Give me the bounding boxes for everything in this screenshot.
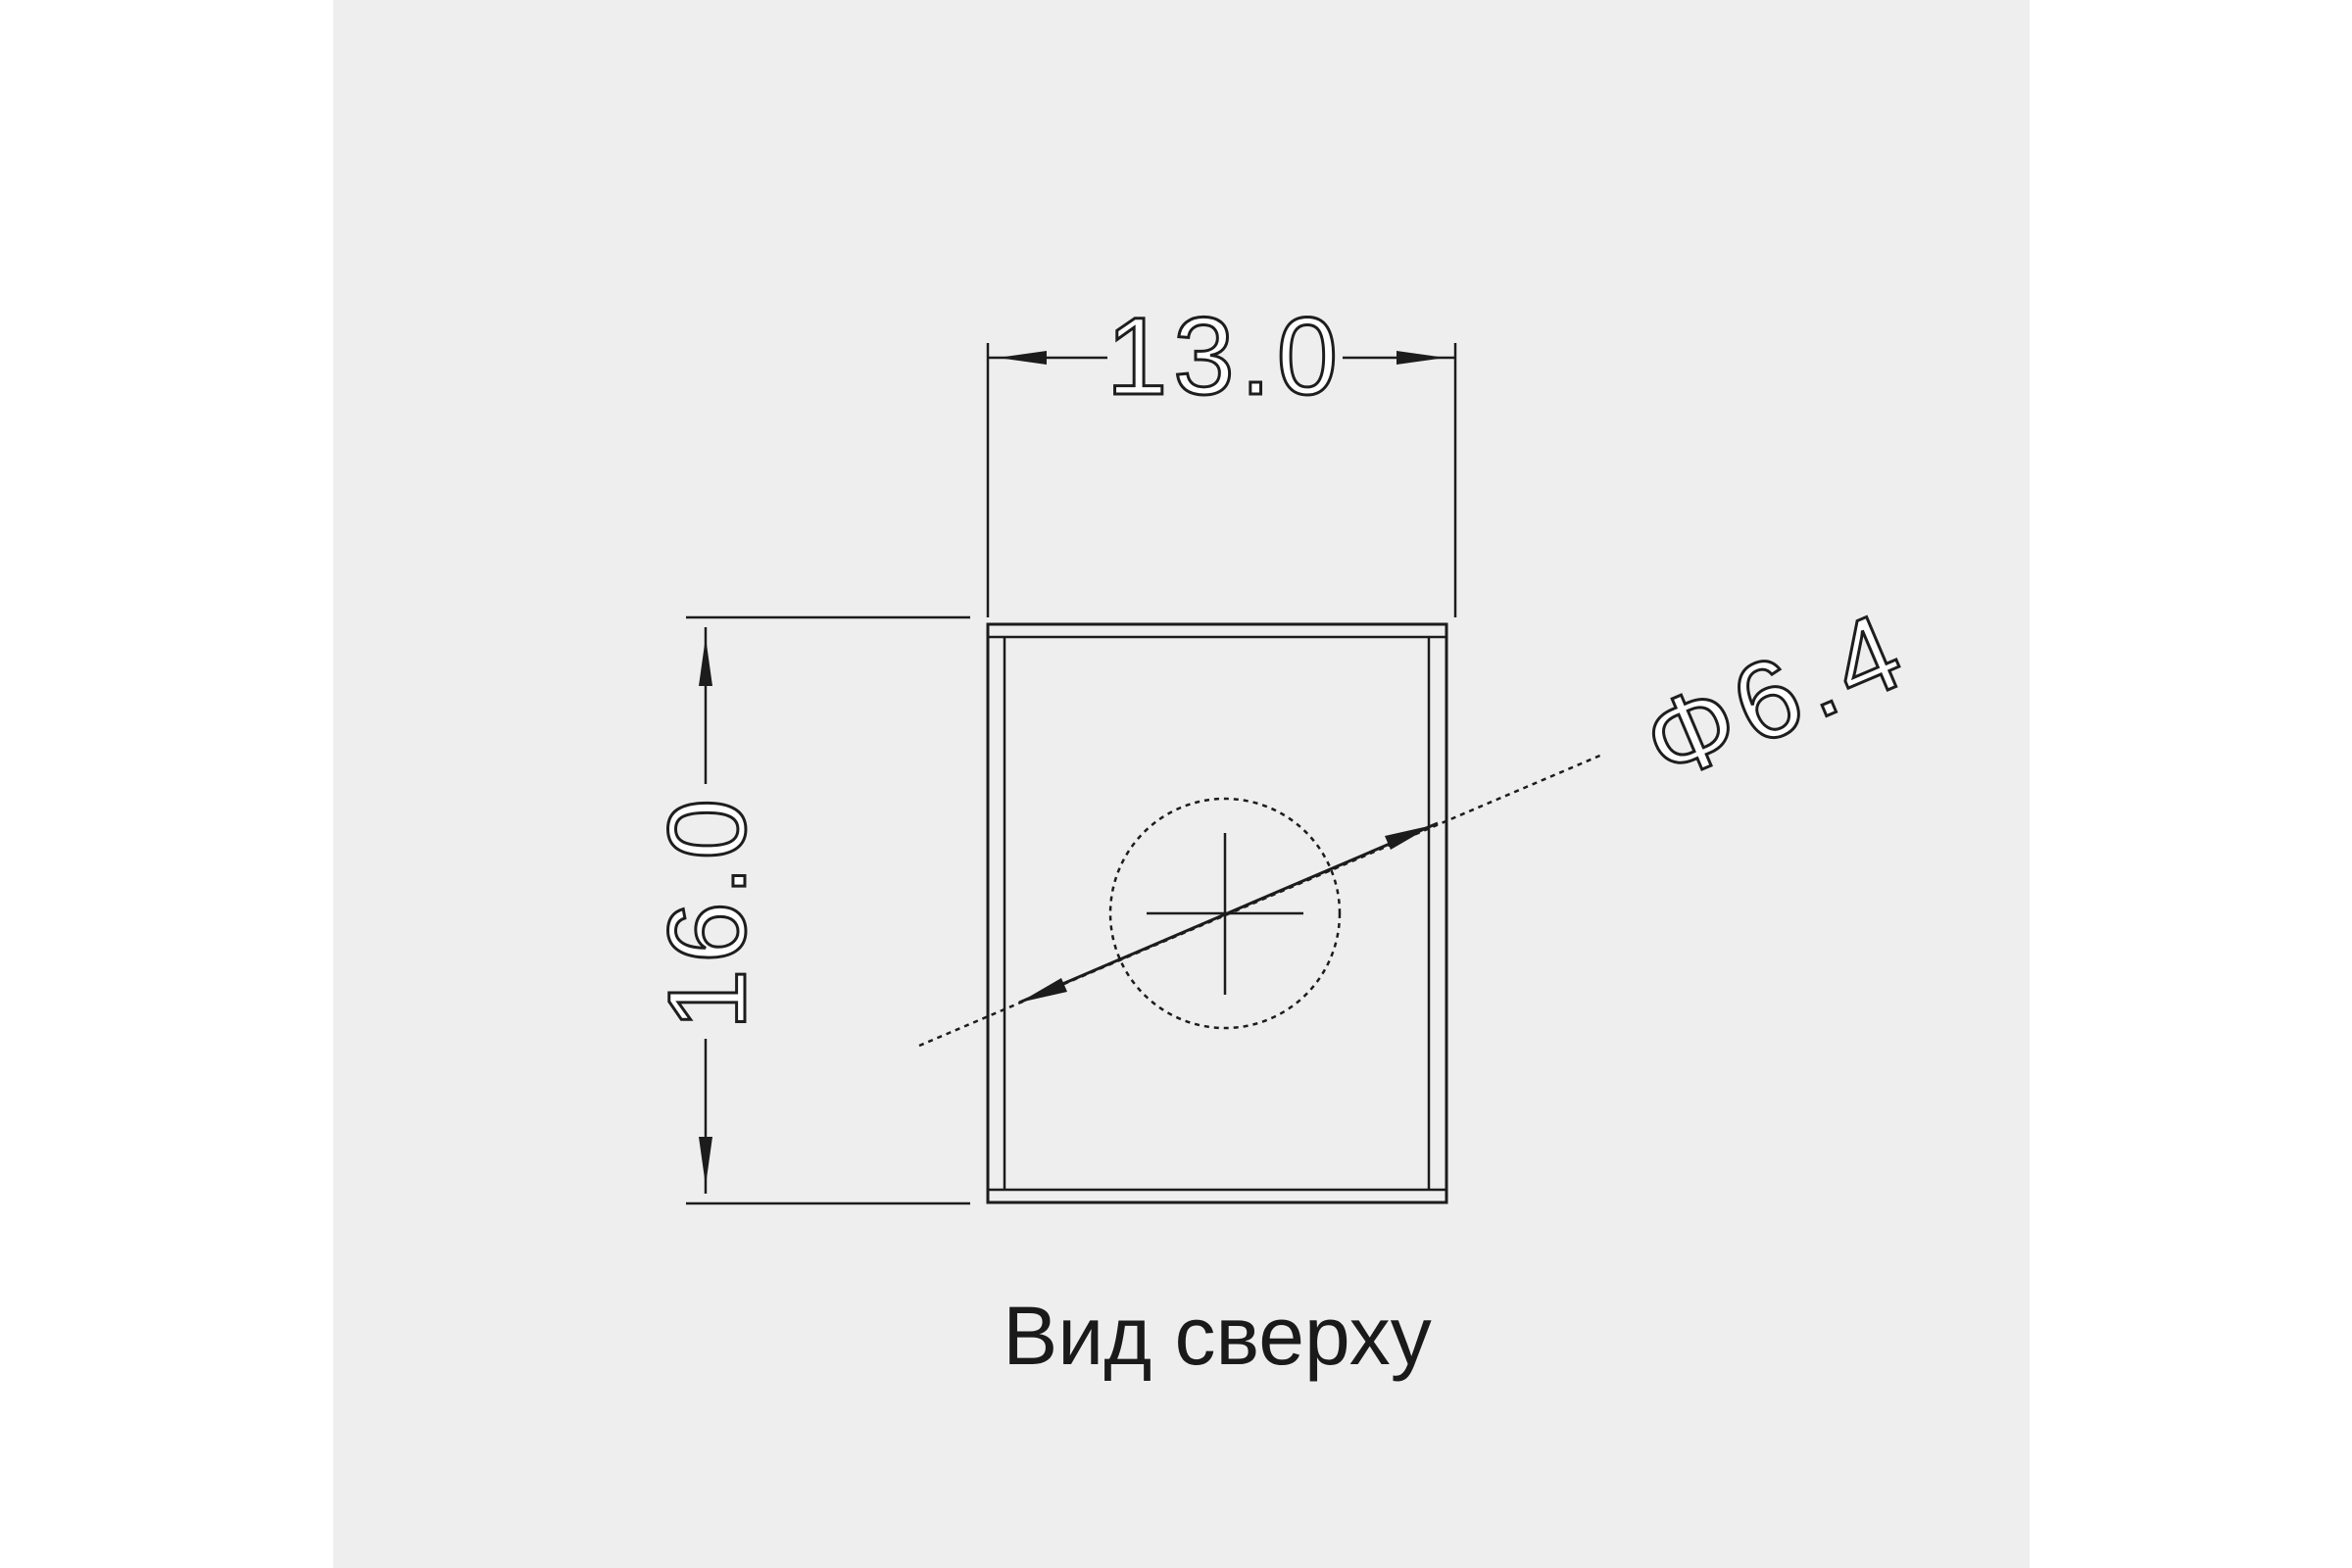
width-dimension: 13.0 [986, 294, 1457, 617]
height-dimension: 16.0 [645, 615, 970, 1205]
width-arrow-left [998, 351, 1047, 365]
height-arrow-top [699, 637, 712, 686]
part-outline [986, 622, 1448, 1204]
width-arrow-right [1396, 351, 1446, 365]
diameter-label: Φ6.4 [1628, 587, 1926, 806]
height-arrow-bottom [699, 1137, 712, 1186]
diameter-arrow-lower [1019, 978, 1067, 1003]
hole-circle [1108, 797, 1342, 1030]
view-caption: Вид сверху [1003, 1290, 1431, 1382]
width-label: 13.0 [1106, 295, 1344, 417]
drawing-panel [333, 0, 2030, 1568]
diameter-leader: Φ6.4 [918, 585, 1927, 1048]
diameter-arrow-upper [1385, 825, 1433, 850]
height-label: 16.0 [646, 793, 768, 1030]
